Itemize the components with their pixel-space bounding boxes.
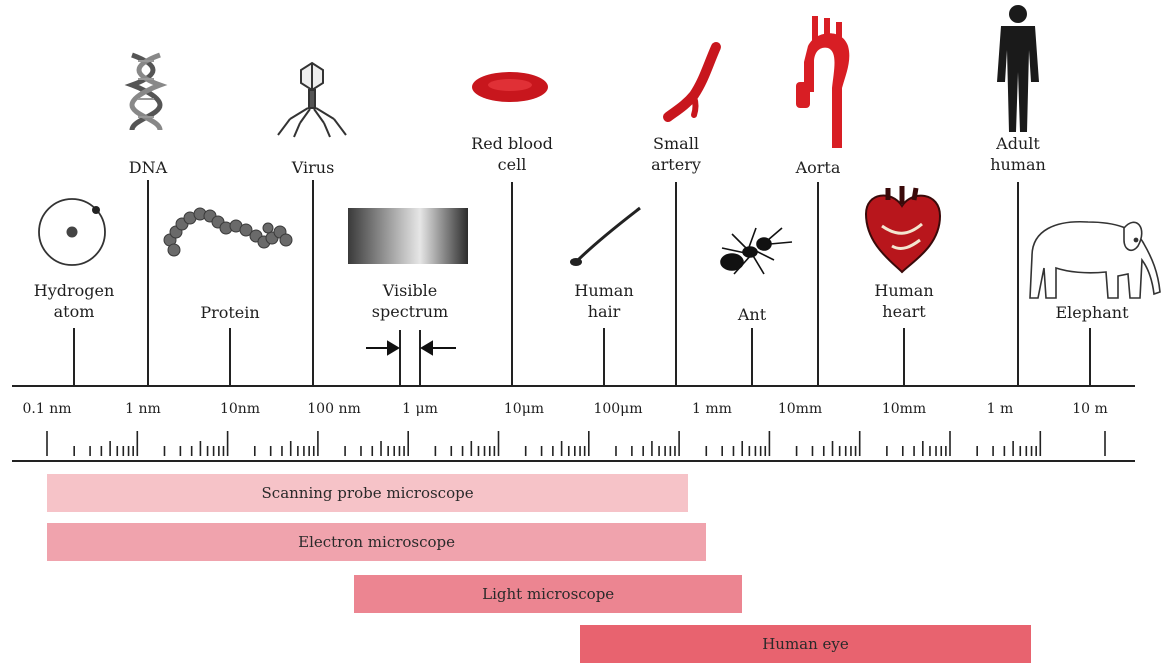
range-bar-label: Light microscope bbox=[482, 585, 614, 603]
visible-spectrum-icon bbox=[348, 208, 468, 264]
range-bar-human-eye: Human eye bbox=[580, 625, 1032, 663]
label-small-artery: Small artery bbox=[626, 133, 726, 175]
scale-tick-label: 100 nm bbox=[294, 401, 374, 417]
dna-helix-icon bbox=[132, 55, 160, 130]
log-scale-ruler bbox=[47, 431, 1105, 456]
red-blood-cell-icon bbox=[472, 72, 548, 102]
range-bar-label: Electron microscope bbox=[298, 533, 455, 551]
label-ant: Ant bbox=[712, 304, 792, 325]
label-visible-spectrum: Visible spectrum bbox=[350, 280, 470, 322]
label-dna: DNA bbox=[108, 157, 188, 178]
label-aorta: Aorta bbox=[778, 157, 858, 178]
scale-tick-label: 100μm bbox=[578, 401, 658, 417]
aorta-icon bbox=[796, 16, 849, 148]
human-heart-icon bbox=[866, 186, 940, 272]
range-bar-light-microscope: Light microscope bbox=[354, 575, 742, 613]
scale-tick-label: 10mm bbox=[864, 401, 944, 417]
visible-spectrum-arrows bbox=[366, 342, 456, 354]
label-elephant: Elephant bbox=[1036, 302, 1148, 323]
scale-tick-label: 0.1 nm bbox=[7, 401, 87, 417]
scale-tick-label: 1 mm bbox=[672, 401, 752, 417]
adult-human-icon bbox=[997, 5, 1039, 132]
human-hair-icon bbox=[570, 208, 640, 266]
range-bar-electron-microscope: Electron microscope bbox=[47, 523, 706, 561]
scale-tick-label: 10nm bbox=[200, 401, 280, 417]
scale-tick-label: 1 nm bbox=[103, 401, 183, 417]
range-bar-scanning-probe-microscope: Scanning probe microscope bbox=[47, 474, 688, 512]
label-virus: Virus bbox=[268, 157, 358, 178]
label-hydrogen-atom: Hydrogen atom bbox=[14, 280, 134, 322]
hydrogen-atom-icon bbox=[39, 199, 105, 265]
ant-icon bbox=[721, 228, 792, 274]
range-bar-label: Scanning probe microscope bbox=[262, 484, 474, 502]
small-artery-icon bbox=[668, 47, 716, 117]
label-human-hair: Human hair bbox=[554, 280, 654, 322]
range-bar-label: Human eye bbox=[762, 635, 849, 653]
label-human-heart: Human heart bbox=[852, 280, 956, 322]
scale-tick-label: 10μm bbox=[484, 401, 564, 417]
label-protein: Protein bbox=[180, 302, 280, 323]
label-red-blood-cell: Red blood cell bbox=[452, 133, 572, 175]
scale-tick-label: 1 m bbox=[960, 401, 1040, 417]
protein-chain-icon bbox=[164, 208, 292, 256]
scale-tick-label: 10 m bbox=[1050, 401, 1130, 417]
elephant-icon bbox=[1030, 222, 1160, 298]
virus-icon bbox=[278, 63, 346, 137]
scale-tick-label: 10mm bbox=[760, 401, 840, 417]
scale-tick-label: 1 μm bbox=[380, 401, 460, 417]
label-adult-human: Adult human bbox=[968, 133, 1068, 175]
